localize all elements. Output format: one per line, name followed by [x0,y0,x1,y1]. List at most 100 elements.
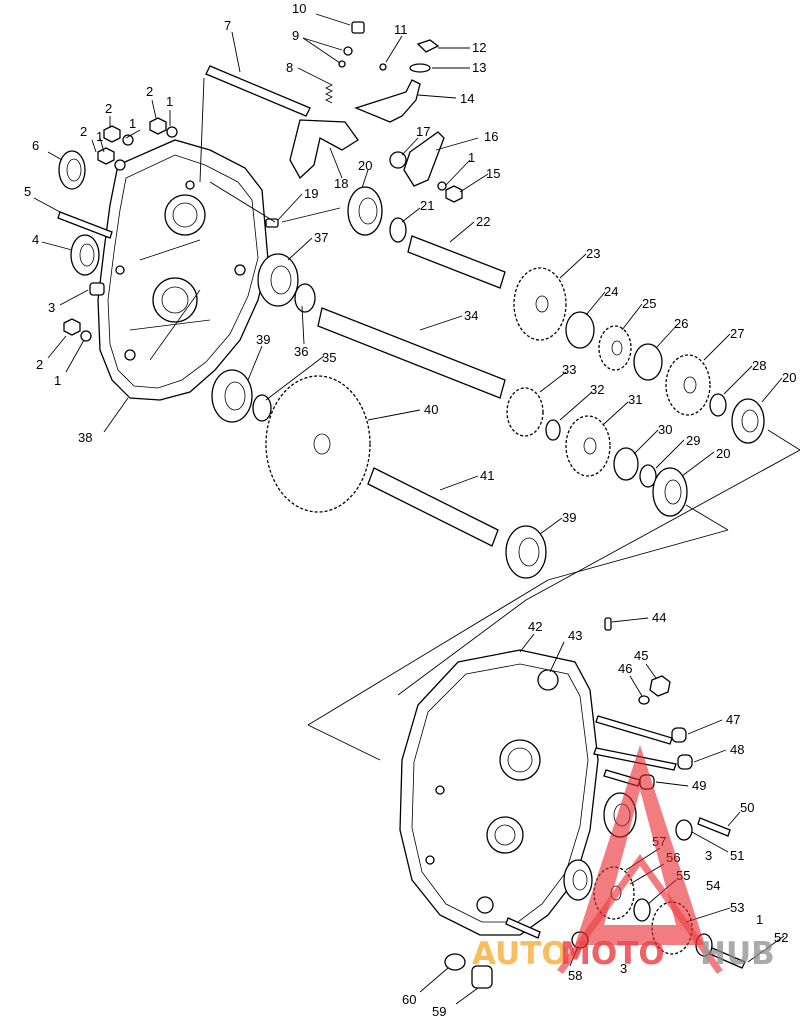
final-gear-40 [265,375,371,513]
callout-31: 31 [628,392,642,407]
bolt-47 [595,715,673,745]
callout-54: 54 [706,878,720,893]
gear-25 [598,325,632,371]
nuts-washers-upper [63,117,178,342]
washer-35 [252,394,272,422]
callout-2: 2 [36,357,43,372]
circlip-21 [389,217,407,243]
callout-10: 10 [292,1,306,16]
callout-46: 46 [618,661,632,676]
callout-1: 1 [96,129,103,144]
callout-29: 29 [686,433,700,448]
washer-55 [633,898,651,922]
callout-labels: 1 1 1 1 1 1 2 2 2 2 3 3 3 4 5 6 7 8 9 10… [24,1,796,1019]
spring-8 [325,81,333,104]
callout-35: 35 [322,350,336,365]
callout-9: 9 [292,28,299,43]
gear-27 [665,354,711,416]
part-17 [389,151,407,169]
circlip-32 [545,419,561,441]
shift-arm-16 [403,131,445,187]
callout-21: 21 [420,198,434,213]
pin-44 [604,617,612,631]
callout-59: 59 [432,1004,446,1019]
shift-drum-14 [354,79,421,123]
watermark-auto: AUTO [472,936,568,972]
bolt-48 [593,747,677,771]
washer-29 [639,464,657,488]
callout-1: 1 [756,912,763,927]
callout-28: 28 [752,358,766,373]
callout-3: 3 [48,300,55,315]
callout-2: 2 [80,124,87,139]
washer-36 [294,283,316,313]
callout-39: 39 [256,332,270,347]
oil-seal-6 [58,150,86,190]
callout-34: 34 [464,308,478,323]
callout-3: 3 [620,961,627,976]
callout-49: 49 [692,778,706,793]
callout-1: 1 [468,150,475,165]
callout-1: 1 [129,116,136,131]
output-shaft-41 [367,467,499,547]
callout-39: 39 [562,510,576,525]
plug-10 [351,21,365,34]
callout-20: 20 [782,370,796,385]
part-12 [416,39,440,53]
callout-43: 43 [568,628,582,643]
callout-23: 23 [586,246,600,261]
callout-25: 25 [642,296,656,311]
bolt-50 [697,817,731,837]
clip-46 [638,695,650,705]
callout-38: 38 [78,430,92,445]
needle-bearing-30 [613,447,639,481]
bolt-45 [649,675,671,697]
drain-plug-59 [471,965,493,989]
callout-22: 22 [476,214,490,229]
callout-24: 24 [604,284,618,299]
callout-58: 58 [568,968,582,983]
callout-44: 44 [652,610,666,625]
gear-33 [506,387,544,437]
callout-37: 37 [314,230,328,245]
shift-fork-18 [289,119,359,180]
callout-1: 1 [166,94,173,109]
callout-40: 40 [424,402,438,417]
watermark-logo: AUTO MOTO HUB [472,745,775,975]
callout-17: 17 [416,124,430,139]
callout-42: 42 [528,619,542,634]
callout-11: 11 [394,22,408,37]
collar-26 [633,343,663,381]
gear-31 [565,415,611,477]
callout-8: 8 [286,60,293,75]
washer-28 [709,393,727,417]
callout-19: 19 [304,186,318,201]
callout-6: 6 [32,138,39,153]
leader-lines [33,13,800,1005]
main-shaft-34 [317,307,506,399]
bearing-39-right [505,525,547,579]
callout-52: 52 [774,930,788,945]
callout-48: 48 [730,742,744,757]
callout-20: 20 [358,158,372,173]
pin-19 [265,218,279,228]
callout-14: 14 [460,91,474,106]
left-case-half [97,139,269,401]
callout-1: 1 [54,373,61,388]
stud-5 [57,211,113,239]
callout-5: 5 [24,184,31,199]
bearing-20-top [347,186,383,236]
callout-26: 26 [674,316,688,331]
watermark-hub: HUB [700,936,775,972]
right-case-half [399,649,599,936]
callout-12: 12 [472,40,486,55]
bearing-20-right [731,398,765,444]
callout-18: 18 [334,176,348,191]
bolt-52 [709,947,746,969]
callout-60: 60 [402,992,416,1007]
washer-60 [444,953,466,971]
oil-seal-4 [70,234,100,276]
callout-15: 15 [486,166,500,181]
callout-27: 27 [730,326,744,341]
